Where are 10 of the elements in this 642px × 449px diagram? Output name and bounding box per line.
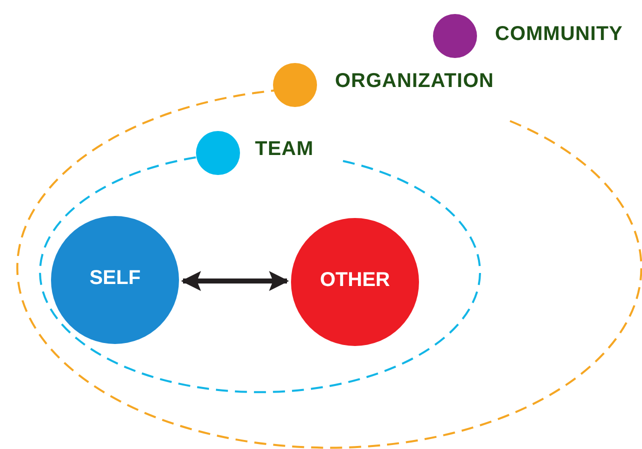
node-label: ORGANIZATION <box>335 70 494 93</box>
dashed-ellipse <box>15 62 642 449</box>
circle-node <box>51 216 179 344</box>
node-label: SELF <box>88 267 142 290</box>
label-text: COMMUNITY <box>495 23 623 46</box>
node-label: OTHER <box>319 269 391 292</box>
circle-node <box>291 218 419 346</box>
double-arrow <box>181 271 289 291</box>
node-label: TEAM <box>255 138 314 161</box>
dashed-ellipse <box>36 130 480 394</box>
